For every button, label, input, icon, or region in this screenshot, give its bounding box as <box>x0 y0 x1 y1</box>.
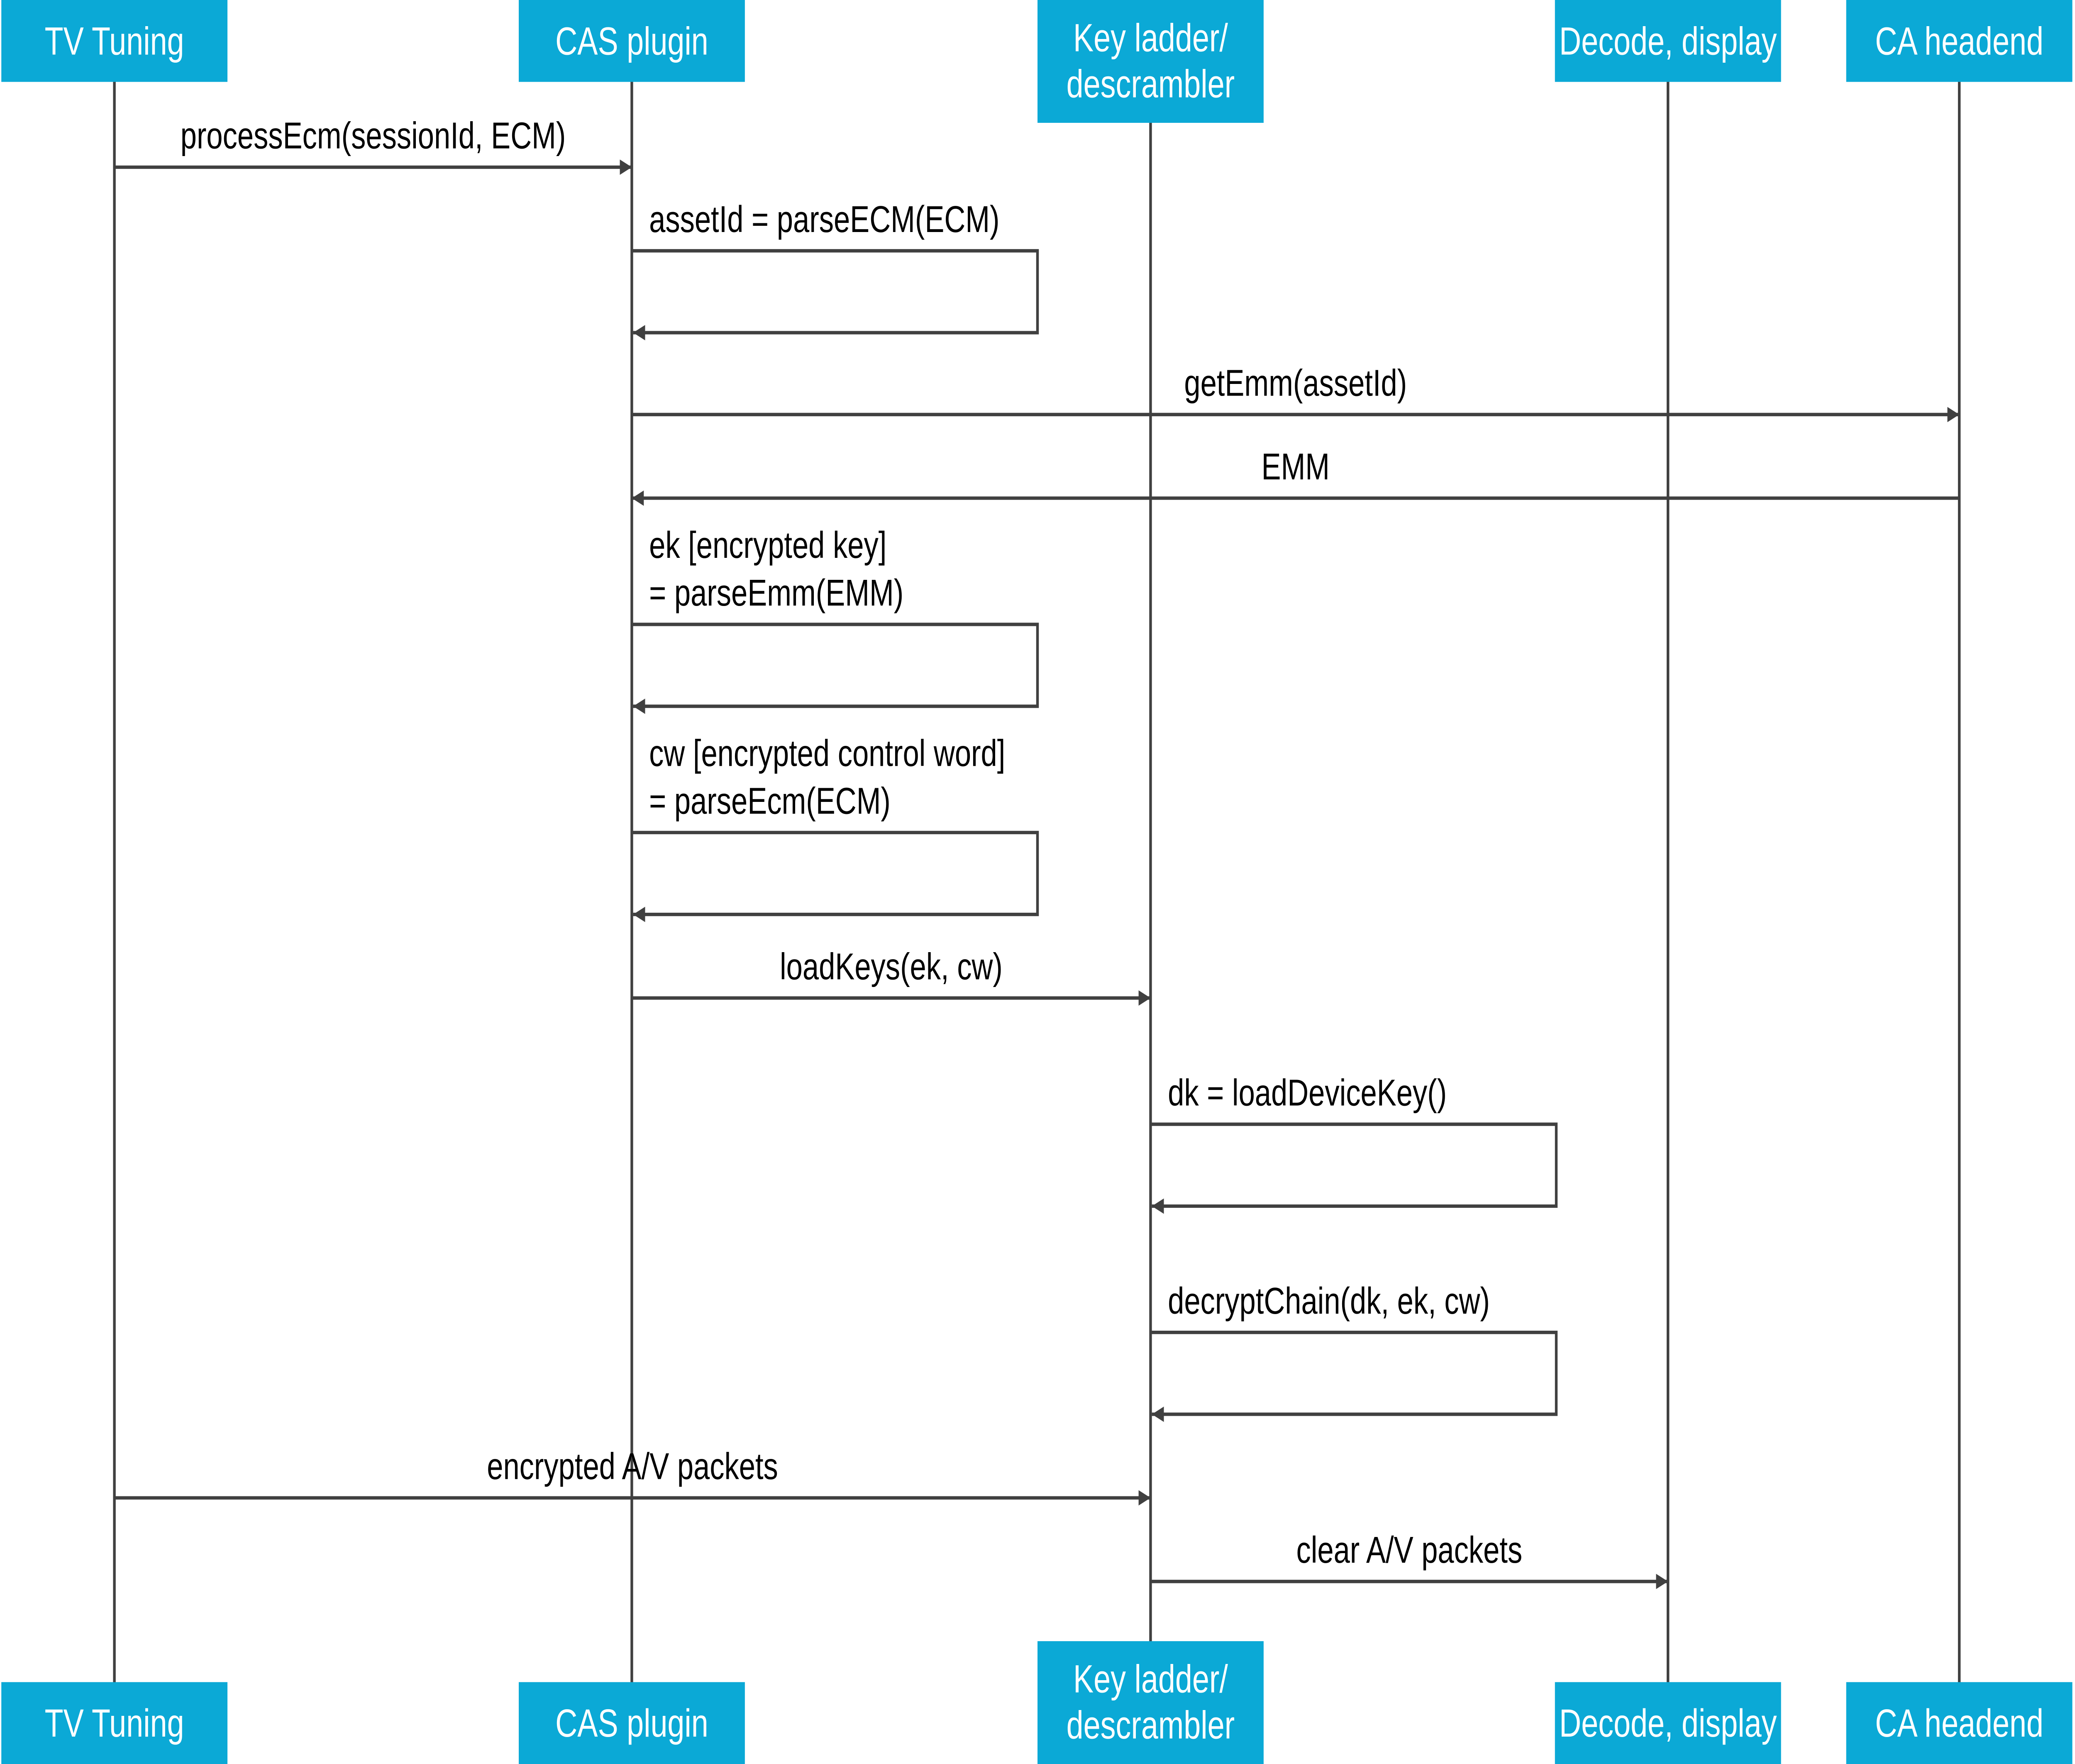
participant-label: CA headend <box>1875 1701 2043 1745</box>
participant-label: descrambler <box>1067 1703 1235 1747</box>
participant-cas-bottom: CAS plugin <box>519 1682 745 1764</box>
messages: processEcm(sessionId, ECM) assetId = pars… <box>114 115 1960 1589</box>
self-message-arrow <box>1150 1330 1558 1422</box>
participant-label: Decode, display <box>1559 1701 1777 1745</box>
message-label: EMM <box>1262 446 1330 488</box>
message-label: getEmm(assetId) <box>1184 362 1407 404</box>
participant-key-top: Key ladder/descrambler <box>1038 0 1264 123</box>
participant-box <box>1 0 228 82</box>
message-4: EMM <box>632 446 1960 506</box>
participant-dec-bottom: Decode, display <box>1555 1682 1781 1764</box>
participant-tv-top: TV Tuning <box>1 0 228 82</box>
message-6: cw [encrypted control word] = parseEcm(EC… <box>632 733 1039 922</box>
message-label: assetId = parseECM(ECM) <box>649 199 999 240</box>
participant-box <box>1555 1682 1781 1764</box>
message-label: loadKeys(ek, cw) <box>780 946 1003 987</box>
participant-label: TV Tuning <box>45 1701 184 1745</box>
message-label: cw [encrypted control word] <box>649 733 1005 774</box>
participant-box <box>519 0 745 82</box>
message-label: ek [encrypted key] <box>649 525 886 566</box>
participant-label: Decode, display <box>1559 19 1777 63</box>
message-label: decryptChain(dk, ek, cw) <box>1168 1280 1490 1322</box>
message-10: encrypted A/V packets <box>114 1446 1151 1506</box>
message-label: = parseEmm(EMM) <box>649 572 903 614</box>
participant-box <box>1038 0 1264 123</box>
participant-box <box>1 1682 228 1764</box>
participant-label: descrambler <box>1067 61 1235 105</box>
participant-ca-bottom: CA headend <box>1846 1682 2073 1764</box>
participant-box <box>1846 0 2073 82</box>
message-7: loadKeys(ek, cw) <box>632 946 1151 1006</box>
participant-box <box>1555 0 1781 82</box>
participant-cas-top: CAS plugin <box>519 0 745 82</box>
message-label: processEcm(sessionId, ECM) <box>181 115 566 156</box>
message-1: processEcm(sessionId, ECM) <box>114 115 632 175</box>
participant-label: TV Tuning <box>45 19 184 63</box>
message-5: ek [encrypted key] = parseEmm(EMM) <box>632 525 1039 714</box>
participant-label: CAS plugin <box>555 1701 708 1745</box>
participant-dec-top: Decode, display <box>1555 0 1781 82</box>
participant-label: Key ladder/ <box>1073 15 1228 59</box>
participant-ca-top: CA headend <box>1846 0 2073 82</box>
message-label: dk = loadDeviceKey() <box>1168 1072 1447 1114</box>
self-message-arrow <box>632 831 1039 922</box>
lifelines <box>113 68 1961 1689</box>
message-label: clear A/V packets <box>1296 1529 1522 1571</box>
message-11: clear A/V packets <box>1150 1529 1668 1589</box>
self-message-arrow <box>1150 1122 1558 1214</box>
participant-box <box>1038 1641 1264 1764</box>
message-label: = parseEcm(ECM) <box>649 780 891 822</box>
self-message-arrow <box>632 623 1039 714</box>
self-message-arrow <box>632 249 1039 340</box>
message-8: dk = loadDeviceKey() <box>1150 1072 1558 1214</box>
participant-tv-bottom: TV Tuning <box>1 1682 228 1764</box>
participant-label: Key ladder/ <box>1073 1656 1228 1700</box>
message-9: decryptChain(dk, ek, cw) <box>1150 1280 1558 1422</box>
message-label: encrypted A/V packets <box>487 1446 778 1487</box>
participant-box <box>519 1682 745 1764</box>
participant-box <box>1846 1682 2073 1764</box>
participant-key-bottom: Key ladder/descrambler <box>1038 1641 1264 1764</box>
participant-label: CA headend <box>1875 19 2043 63</box>
message-3: getEmm(assetId) <box>632 362 1960 423</box>
message-2: assetId = parseECM(ECM) <box>632 199 1039 340</box>
participant-label: CAS plugin <box>555 19 708 63</box>
